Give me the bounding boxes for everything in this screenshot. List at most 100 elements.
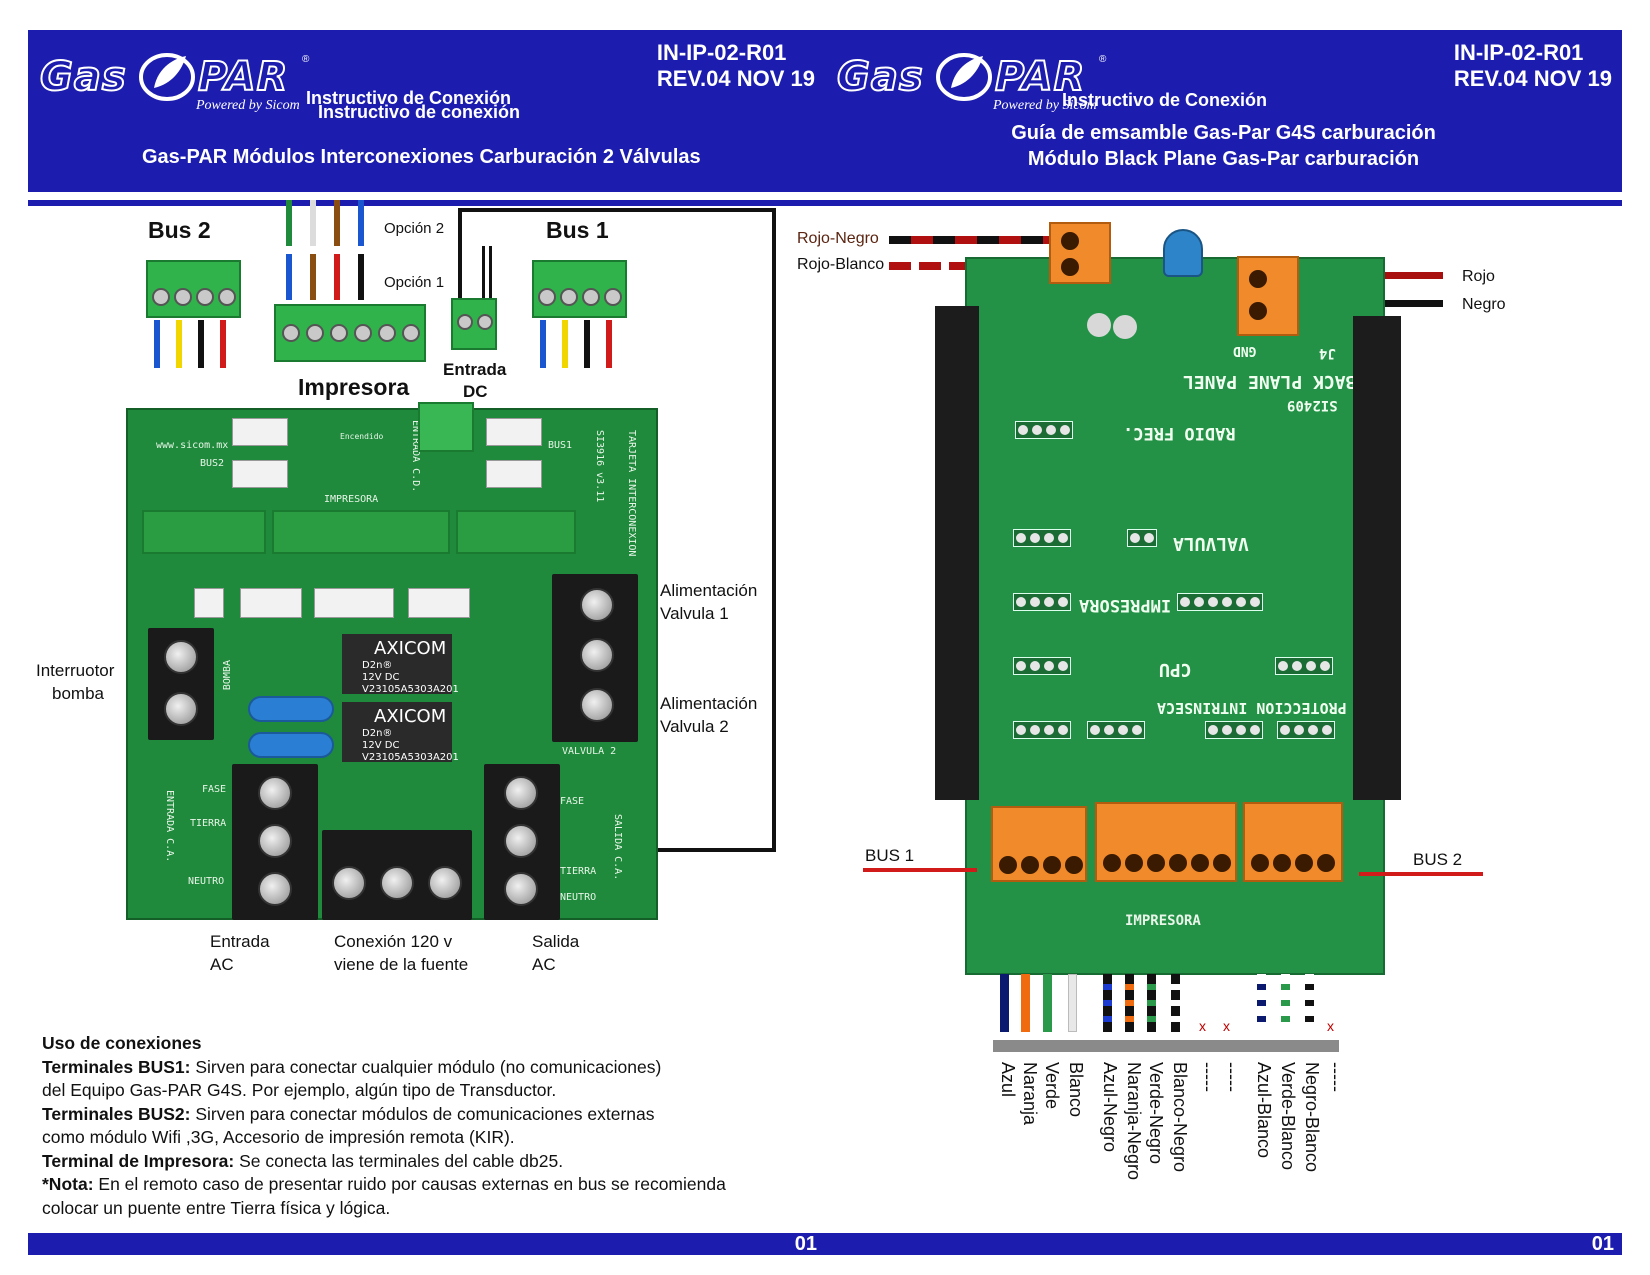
wire-dc-1 (482, 246, 485, 298)
bp-proteccion: PROTECCION INTRINSECA (1157, 699, 1347, 717)
screw-icon (428, 866, 462, 900)
pin-header (1277, 721, 1335, 739)
wire-label-dash: ----- (1222, 1062, 1242, 1092)
pcb-entrada-cd: ENTRADA C.D. (410, 420, 421, 493)
wire-green (286, 200, 292, 246)
logo-registered: ® (302, 54, 310, 65)
orange-connector-bus1 (991, 806, 1087, 882)
wire-blue (540, 320, 546, 368)
usage-nota-text2: colocar un puente entre Tierra física y … (42, 1197, 391, 1218)
pin-header (1275, 657, 1333, 675)
screw-icon (332, 866, 366, 900)
doc-code: IN-IP-02-R01 (1453, 40, 1584, 65)
label-bus1: Bus 1 (546, 217, 609, 243)
logo-word-gas: Gas (39, 53, 127, 101)
header-title-1: Guía de emsamble Gas-Par G4S carburación (1011, 122, 1436, 144)
pcb-neutro: NEUTRO (188, 876, 225, 887)
label-entrada-dc-2: DC (463, 382, 488, 401)
screw-icon (330, 324, 348, 342)
header-title-2: Módulo Black Plane Gas-Par carburación (1027, 148, 1420, 170)
green-terminal-row (456, 510, 576, 554)
screw-icon (378, 324, 396, 342)
screw-icon (258, 776, 292, 810)
pin-header (1127, 529, 1157, 547)
white-connector (486, 460, 542, 488)
green-terminal-row (272, 510, 450, 554)
screw-icon (258, 872, 292, 906)
valve-terminal (552, 574, 638, 742)
bp-gnd: GND (1233, 343, 1257, 358)
pin-header (1013, 721, 1071, 739)
pcb-valvula2: VALVULA 2 (562, 746, 617, 757)
screw-icon (604, 288, 622, 306)
screw-icon (196, 288, 214, 306)
printer-terminal (274, 304, 426, 362)
screw-icon (152, 288, 170, 306)
ac-120v-terminal (322, 830, 472, 920)
label-rojo: Rojo (1462, 268, 1495, 285)
pcb-url: www.sicom.mx (156, 440, 229, 451)
orange-connector-top-right (1237, 256, 1299, 336)
label-opcion1: Opción 1 (384, 274, 445, 291)
blue-varistor (248, 696, 334, 722)
wire-black (584, 320, 590, 368)
wire-brown (334, 200, 340, 246)
pcb-bomba: BOMBA (222, 660, 233, 691)
orange-connector-top-left (1049, 222, 1111, 284)
ac-input-terminal (232, 764, 318, 920)
dc-terminal (451, 298, 497, 350)
screw-icon (380, 866, 414, 900)
usage-nota-label: *Nota: (42, 1174, 94, 1194)
wire-label-verde-negro: Verde-Negro (1146, 1062, 1166, 1165)
header-title: Gas-PAR Módulos Interconexiones Carburac… (142, 146, 701, 168)
cable-bar (993, 1040, 1339, 1052)
screw-icon (504, 776, 538, 810)
wire-label-azul-negro: Azul-Negro (1100, 1062, 1120, 1153)
wire-label-naranja-negro: Naranja-Negro (1124, 1062, 1144, 1181)
doc-code-block: IN-IP-02-R01 REV.04 NOV 19 (1454, 40, 1612, 92)
header-subtitle: Instructivo de Conexión (1062, 90, 1268, 110)
wire-label-dash: ----- (1198, 1062, 1218, 1092)
white-connector (232, 418, 288, 446)
jumper-wire-left (458, 208, 462, 298)
ac-output-terminal (484, 764, 560, 920)
bp-valvula: VALVULA (1173, 533, 1249, 554)
screw-icon (580, 588, 614, 622)
label-alim-v1-2: Valvula 1 (660, 604, 729, 623)
logo-word-gas: Gas (836, 53, 924, 101)
leaf-swirl-icon (936, 53, 992, 101)
label-impresora: Impresora (298, 374, 410, 400)
usage-nota-text: En el remoto caso de presentar ruido por… (93, 1174, 726, 1194)
label-bus1: BUS 1 (865, 846, 915, 865)
leaf-swirl-icon (139, 53, 195, 101)
label-alim-v2: Alimentación (660, 694, 758, 713)
green-terminal-row (142, 510, 266, 554)
right-header: Gas PAR ® Powered by Sicom IN-IP-02-R01 … (825, 30, 1622, 192)
label-alim-v1: Alimentación (660, 581, 758, 600)
wire-label-azul: Azul (998, 1062, 1018, 1098)
screw-icon (477, 314, 493, 330)
pcb-tierra-2: TIERRA (560, 866, 597, 877)
label-conexion-2: viene de la fuente (334, 955, 469, 974)
bp-cpu: CPU (1159, 659, 1192, 680)
bp-radio: RADIO FREC. (1123, 423, 1236, 443)
screw-icon (457, 314, 473, 330)
wire-label-negro-blanco: Negro-Blanco (1302, 1062, 1322, 1173)
wire-yellow (562, 320, 568, 368)
usage-bus2-label: Terminales BUS2: (42, 1103, 191, 1124)
swatch-verde (1043, 974, 1052, 1032)
pin-header (1205, 721, 1263, 739)
x-mark: x (1223, 1018, 1230, 1034)
doc-code-block: IN-IP-02-R01 REV.04 NOV 19 (657, 40, 815, 92)
pump-switch-terminal (148, 628, 214, 740)
logo-registered: ® (1099, 54, 1107, 65)
right-rail (1353, 316, 1401, 800)
white-connector (314, 588, 394, 618)
doc-code: IN-IP-02-R01 (656, 40, 787, 65)
left-footer: 01 (28, 1233, 825, 1255)
logo-word-par: PAR (197, 53, 289, 101)
left-header: Gas PAR ® Powered by Sicom IN-IP-02-R01 … (28, 30, 825, 192)
screw-icon (504, 872, 538, 906)
swatch-verde-negro (1147, 974, 1156, 1032)
